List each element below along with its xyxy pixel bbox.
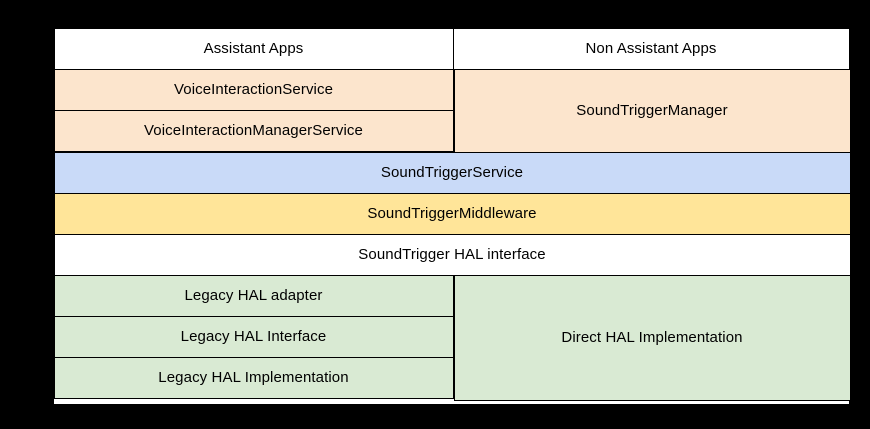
cell-sound-trigger-service: SoundTriggerService [53,151,851,194]
cell-assistant-apps: Assistant Apps [53,27,454,70]
table-row-sound-trigger-service: SoundTriggerService [53,151,851,194]
cell-non-assistant-apps: Non Assistant Apps [452,27,850,70]
cell-legacy-hal-adapter: Legacy HAL adapter [53,274,454,317]
cell-sound-trigger-middleware: SoundTriggerMiddleware [53,192,851,235]
cell-legacy-hal-implementation: Legacy HAL Implementation [53,356,454,399]
table-row-headers: Assistant Apps Non Assistant Apps [53,27,850,70]
table-row-sound-trigger-hal-interface: SoundTrigger HAL interface [53,233,851,276]
table-row-sound-trigger-middleware: SoundTriggerMiddleware [53,192,851,235]
cell-sound-trigger-manager: SoundTriggerManager [453,68,851,153]
cell-sound-trigger-hal-interface: SoundTrigger HAL interface [53,233,851,276]
table-row-hal-implementations: Legacy HAL adapter Legacy HAL Interface … [53,274,851,401]
cell-voice-interaction-manager-service: VoiceInteractionManagerService [53,109,454,152]
assistant-services-stack: VoiceInteractionService VoiceInteraction… [53,68,454,152]
cell-direct-hal-implementation: Direct HAL Implementation [453,274,851,401]
soundtrigger-architecture-table: Assistant Apps Non Assistant Apps VoiceI… [53,27,851,405]
cell-voice-interaction-service: VoiceInteractionService [53,68,454,111]
table-row-assistant-services: VoiceInteractionService VoiceInteraction… [53,68,851,153]
cell-legacy-hal-interface: Legacy HAL Interface [53,315,454,358]
legacy-hal-stack: Legacy HAL adapter Legacy HAL Interface … [53,274,454,400]
